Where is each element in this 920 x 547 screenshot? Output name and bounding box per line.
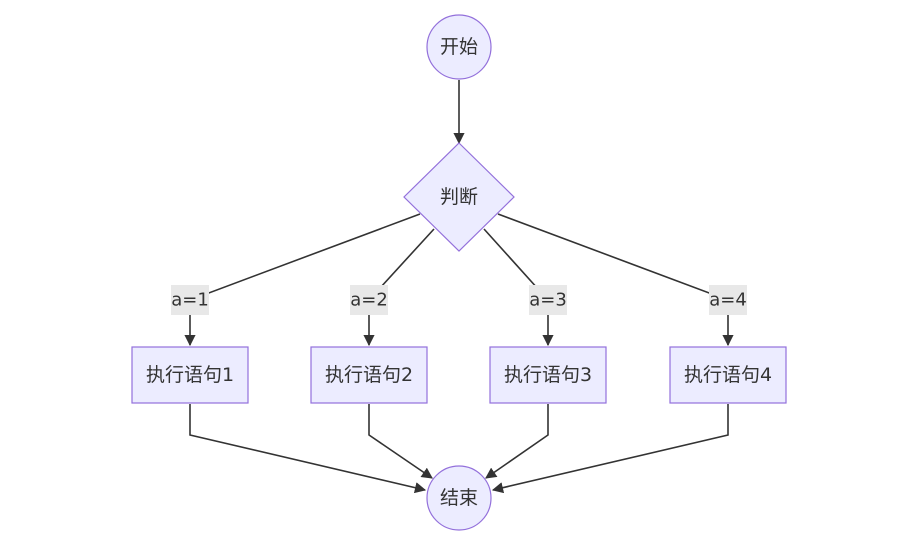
edge-decision-stmt4 (497, 213, 734, 347)
statement-node-1[interactable]: 执行语句1 (131, 346, 249, 404)
edge-label-a2: a=2 (350, 285, 388, 315)
statement-node-3[interactable]: 执行语句3 (489, 346, 607, 404)
end-node[interactable]: 结束 (426, 465, 492, 531)
edge-label-a4-text: a=4 (709, 290, 747, 311)
nodes: 开始 判断 执行语句1 执行语句2 执行语句3 执行语句4 结束 (131, 14, 787, 531)
edge-label-a1-text: a=1 (171, 290, 209, 311)
statement-node-4[interactable]: 执行语句4 (669, 346, 787, 404)
edge-label-a2-text: a=2 (350, 290, 388, 311)
statement-node-2-label: 执行语句2 (325, 364, 413, 386)
decision-node[interactable]: 判断 (403, 142, 515, 252)
decision-node-label: 判断 (440, 186, 478, 208)
edge-labels: a=1 a=2 a=3 a=4 (171, 285, 747, 315)
edge-decision-stmt1 (184, 213, 421, 347)
edge-stmt3-end (485, 404, 549, 479)
edge-label-a1: a=1 (171, 285, 209, 315)
edge-label-a4: a=4 (709, 285, 747, 315)
edge-label-a3-text: a=3 (529, 290, 567, 311)
edge-label-a3: a=3 (529, 285, 567, 315)
statement-node-3-label: 执行语句3 (504, 364, 592, 386)
end-node-label: 结束 (440, 487, 478, 509)
edge-stmt1-end (189, 404, 427, 494)
statement-node-2[interactable]: 执行语句2 (310, 346, 428, 404)
statement-node-4-label: 执行语句4 (684, 364, 772, 386)
edge-stmt2-end (368, 404, 433, 479)
statement-node-1-label: 执行语句1 (146, 364, 234, 386)
start-node-label: 开始 (440, 36, 478, 58)
start-node[interactable]: 开始 (426, 14, 492, 80)
edges (184, 80, 734, 494)
edge-stmt4-end (491, 404, 729, 494)
